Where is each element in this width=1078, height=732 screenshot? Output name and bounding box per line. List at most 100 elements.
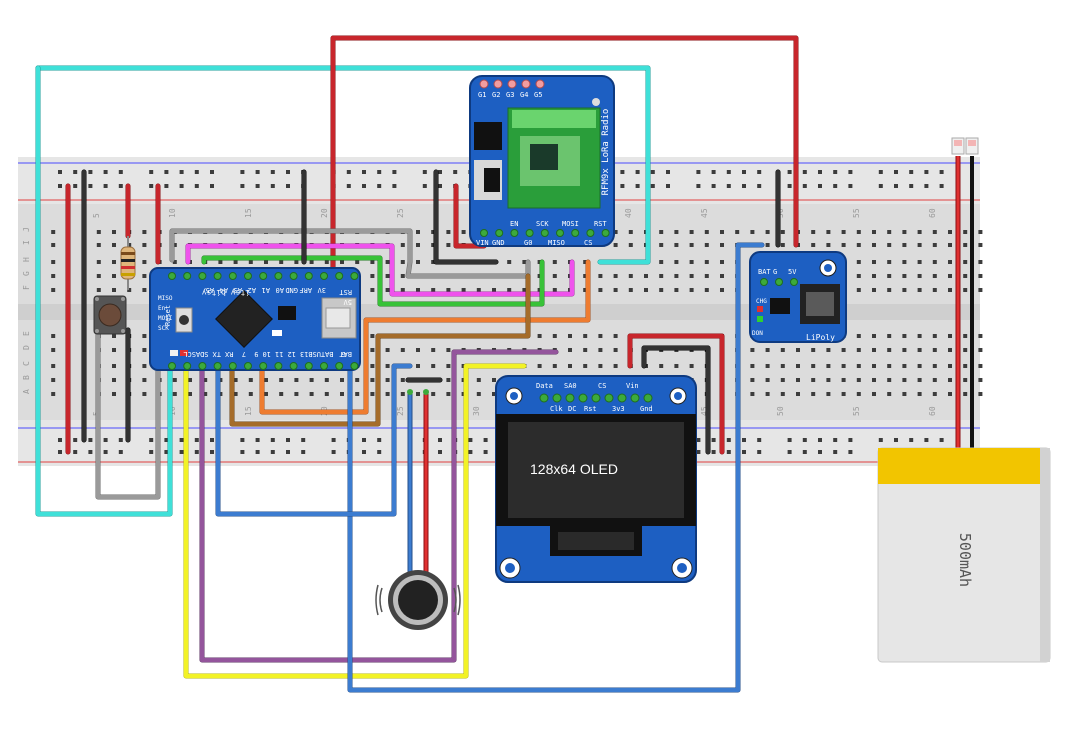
pin: [643, 393, 653, 403]
oled-pin-label: Data: [536, 382, 553, 390]
column-number-bottom: 45: [700, 406, 709, 416]
row-letter: J: [22, 227, 31, 232]
board-brand: itsy bitsy: [202, 288, 250, 297]
column-number-top: 5: [92, 213, 101, 218]
column-number-bottom: 50: [776, 406, 785, 416]
pin: [289, 362, 298, 370]
radio-pin-label: G5: [534, 91, 542, 99]
pin: [259, 362, 268, 370]
pin: [198, 272, 207, 280]
oled-pin-label: Vin: [626, 382, 639, 390]
board-pin-label: 10: [263, 350, 271, 358]
board-pin-label: A1: [262, 286, 270, 294]
board-pin-label: BAT: [339, 350, 352, 358]
charger-done: DON: [752, 330, 763, 337]
pin: [578, 393, 588, 403]
radio-pin-label: G1: [478, 91, 486, 99]
pin: [213, 272, 222, 280]
pin: [320, 272, 328, 280]
pin: [304, 272, 313, 280]
board-pin-label: 9: [254, 350, 258, 358]
radio-pin-label: MISO: [548, 239, 565, 247]
pin: [552, 393, 562, 403]
radio-pin-label: SCK: [536, 220, 549, 228]
board-pin-label: A0: [276, 286, 284, 294]
pin: [213, 362, 222, 370]
push-button: [93, 295, 127, 335]
board-pin-label: A5: [206, 286, 214, 294]
pin: [244, 362, 252, 370]
pin: [535, 79, 545, 89]
board-pin-label: MISO: [158, 295, 173, 302]
pin: [630, 393, 640, 403]
pin: [304, 362, 313, 370]
board-pin-label: 5V: [343, 298, 352, 306]
battery-label: 500mAh: [956, 533, 974, 587]
row-letter: H: [22, 257, 31, 262]
radio-pin-label: G2: [492, 91, 500, 99]
column-number-top: 10: [168, 208, 177, 218]
pin: [495, 229, 504, 237]
pin: [775, 278, 783, 286]
pin: [586, 229, 595, 237]
board-pin-label: BAT: [320, 350, 333, 358]
column-number-top: 45: [700, 208, 709, 218]
board-pin-label: A4: [220, 286, 228, 294]
column-number-bottom: 15: [244, 406, 253, 416]
board-pin-label: TX: [212, 350, 221, 358]
column-number-top: 15: [244, 208, 253, 218]
radio-pin-label: G4: [520, 91, 528, 99]
pin: [259, 272, 268, 280]
pin: [760, 278, 768, 286]
board-reset-label: Reset: [164, 305, 172, 326]
oled-pin-label: SA0: [564, 382, 577, 390]
pin: [556, 229, 564, 237]
pin: [539, 393, 549, 403]
column-number-top: 55: [852, 208, 861, 218]
column-number-bottom: 60: [928, 406, 937, 416]
pin: [274, 272, 283, 280]
radio-pin-label: G3: [506, 91, 514, 99]
radio-pin-label: G0: [524, 239, 532, 247]
pin: [479, 79, 489, 89]
board-pin-label: G: [342, 350, 346, 358]
pin: [601, 229, 610, 237]
pin: [320, 362, 328, 370]
pin: [540, 229, 549, 237]
oled-screen-text: 128x64 OLED: [530, 461, 618, 477]
oled-pin-label: Gnd: [640, 405, 653, 413]
board-pin-label: ARF: [299, 286, 312, 294]
charger-pin-label: G: [773, 268, 777, 276]
row-letter: G: [22, 271, 31, 276]
pin: [183, 272, 192, 280]
pin: [571, 229, 580, 237]
oled-pin-label: 3v3: [612, 405, 625, 413]
radio-pin-label: EN: [510, 220, 518, 228]
pin: [335, 362, 344, 370]
board-pin-label: 3V: [317, 286, 326, 294]
pin: [510, 229, 519, 237]
pin: [244, 272, 252, 280]
board-pin-label: SCL: [183, 350, 196, 358]
column-number-bottom: 55: [852, 406, 861, 416]
column-number-top: 20: [320, 208, 329, 218]
board-pin-label: SDA: [195, 350, 208, 358]
pin: [198, 362, 207, 370]
row-letter: E: [22, 331, 31, 336]
oled-pin-label: Clk: [550, 405, 563, 413]
pin: [617, 393, 627, 403]
board-pin-label: RST: [339, 288, 352, 296]
radio-pin-label: CS: [584, 239, 592, 247]
pin: [228, 362, 237, 370]
pin: [565, 393, 575, 403]
board-pin-label: En: [158, 305, 166, 312]
board-pin-label: SCK: [158, 325, 169, 332]
row-letter: A: [22, 389, 31, 394]
charger-chg: CHG: [756, 298, 767, 305]
board-pin-label: 7: [242, 350, 246, 358]
pin: [604, 393, 614, 403]
